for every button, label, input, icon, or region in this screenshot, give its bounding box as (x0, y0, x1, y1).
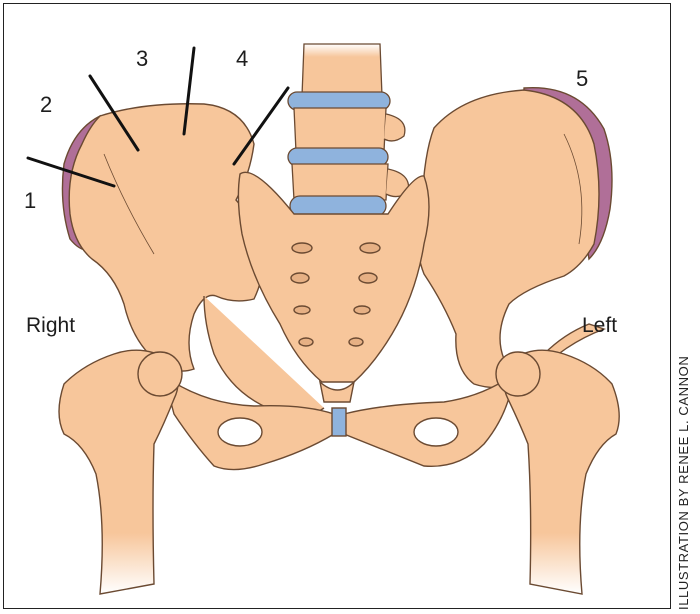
intervertebral-disc (287, 147, 389, 167)
label-4: 4 (236, 46, 249, 71)
right-hip-bone (61, 103, 325, 418)
leader-line-1 (26, 156, 116, 188)
label-3: 3 (136, 46, 149, 71)
right-femur (58, 349, 179, 595)
label-5: 5 (576, 66, 589, 91)
sacrum (237, 171, 430, 403)
intervertebral-disc (287, 91, 391, 111)
pubic-symphysis (331, 407, 347, 437)
left-hip-bone (416, 86, 613, 389)
leader-line-2 (88, 74, 140, 152)
label-left-side: Left (582, 314, 618, 337)
leader-lines (26, 46, 290, 188)
label-right-side: Right (26, 314, 76, 337)
leader-line-3 (182, 46, 196, 136)
label-2: 2 (40, 92, 53, 117)
femurs (58, 349, 620, 595)
lumbar-spine (287, 43, 410, 217)
pelvis-illustration (26, 43, 620, 595)
intervertebral-disc (289, 195, 387, 217)
illustration-credit: ILLUSTRATION BY RENEE L. CANNON (676, 355, 691, 610)
leader-line-4 (232, 86, 290, 166)
illustration-frame: 1 2 3 4 5 Right Left (3, 3, 671, 609)
pubic-region (162, 372, 515, 471)
label-1: 1 (24, 188, 37, 213)
left-femur (503, 349, 620, 595)
